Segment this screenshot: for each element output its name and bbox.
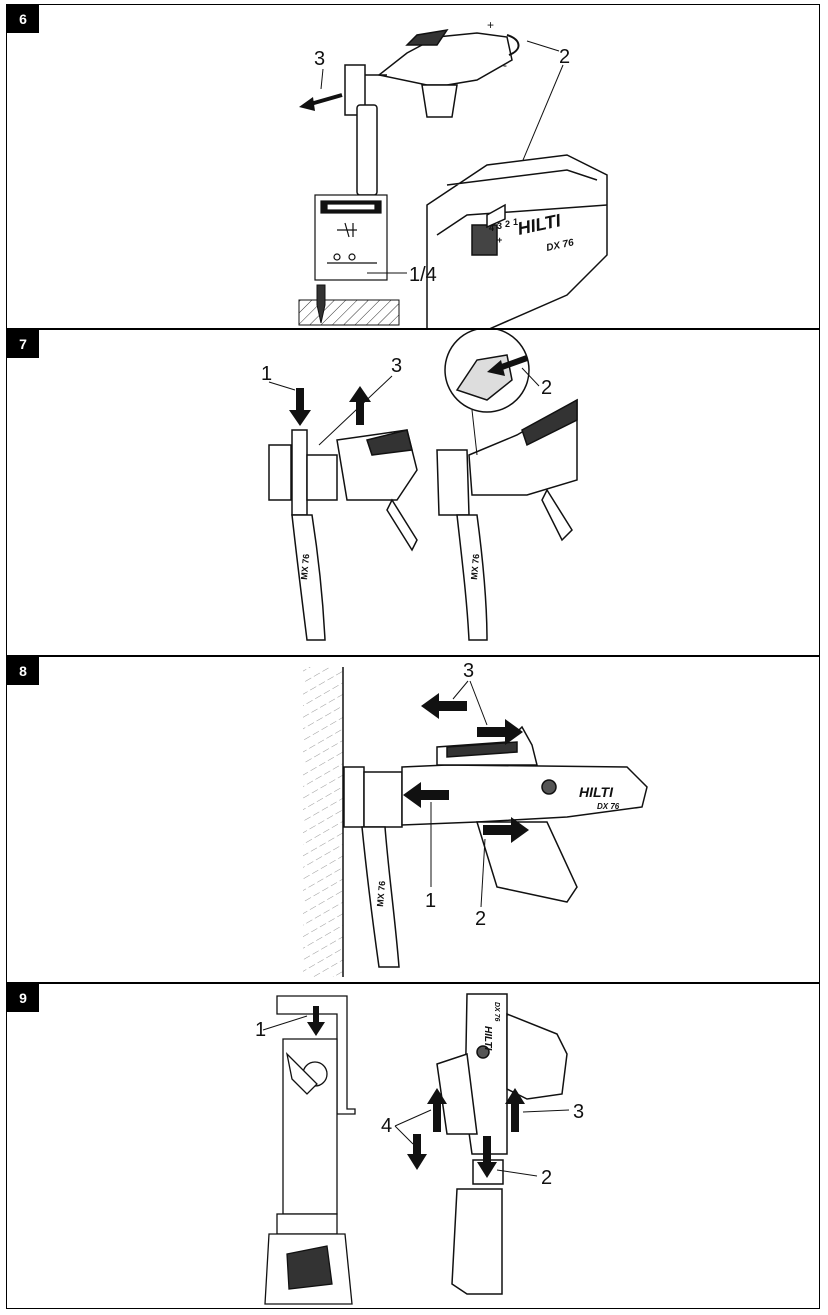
step-6-illustration: + - 3 2 4 3 2 1 + HILTI D: [298, 18, 608, 328]
model-label: DX 76: [493, 1002, 500, 1022]
nail-gun: [343, 725, 648, 968]
scale-3: 3: [497, 221, 502, 231]
wall: [303, 667, 343, 977]
callout-3: 3: [391, 355, 402, 377]
magazine-label: MX 76: [375, 880, 387, 907]
scale-2: 2: [505, 219, 510, 229]
base-material: [298, 299, 400, 326]
brand-logo: HILTI: [482, 1026, 493, 1050]
callout-3: 3: [463, 660, 474, 682]
callout-1: 1: [425, 890, 436, 912]
callout-4: 4: [381, 1115, 392, 1137]
magazine-label-left: MX 76: [299, 553, 311, 580]
step-8-panel: 8 HILTI DX 76 MX 76: [6, 656, 820, 983]
tool-left: [268, 429, 418, 641]
callout-2: 2: [475, 908, 486, 930]
mechanism-closeup: [264, 995, 356, 1305]
callout-1: 1: [261, 363, 272, 385]
step-number: 9: [7, 984, 39, 1012]
plus-mark: +: [487, 18, 494, 32]
callout-2: 2: [559, 46, 570, 68]
step-number: 8: [7, 657, 39, 685]
tool-right: [436, 330, 578, 641]
brand-logo: HILTI: [579, 784, 614, 800]
callout-2: 2: [541, 377, 552, 399]
tool-inverted: [436, 993, 568, 1295]
callout-2: 2: [541, 1167, 552, 1189]
cartridge-chart-card: [314, 194, 388, 281]
step-number: 7: [7, 330, 39, 358]
callout-1: 1: [255, 1019, 266, 1041]
nail: [316, 284, 326, 324]
callout-1-4: 1/4: [409, 264, 437, 286]
scale-plus: +: [497, 235, 502, 245]
model-label: DX 76: [597, 802, 620, 811]
magazine-label-right: MX 76: [469, 553, 481, 580]
step-7-panel: 7 MX 76 1 3: [6, 329, 820, 656]
tool-closeup: [426, 154, 608, 328]
step-7-illustration: MX 76 1 3 MX 76 2: [261, 330, 578, 641]
step-8-illustration: HILTI DX 76 MX 76 3 1 2: [303, 660, 648, 977]
callout-3: 3: [314, 48, 325, 70]
scale-4: 4: [489, 223, 494, 233]
step-6-panel: 6 + - 3 2: [6, 4, 820, 329]
callout-3: 3: [573, 1101, 584, 1123]
step-number: 6: [7, 5, 39, 33]
step-9-illustration: 1 HILTI DX 76 4 3: [255, 993, 584, 1305]
step-9-panel: 9 1: [6, 983, 820, 1309]
scale-1: 1: [513, 217, 518, 227]
minus-mark: -: [503, 58, 507, 72]
nail-gun-small: [344, 28, 513, 196]
